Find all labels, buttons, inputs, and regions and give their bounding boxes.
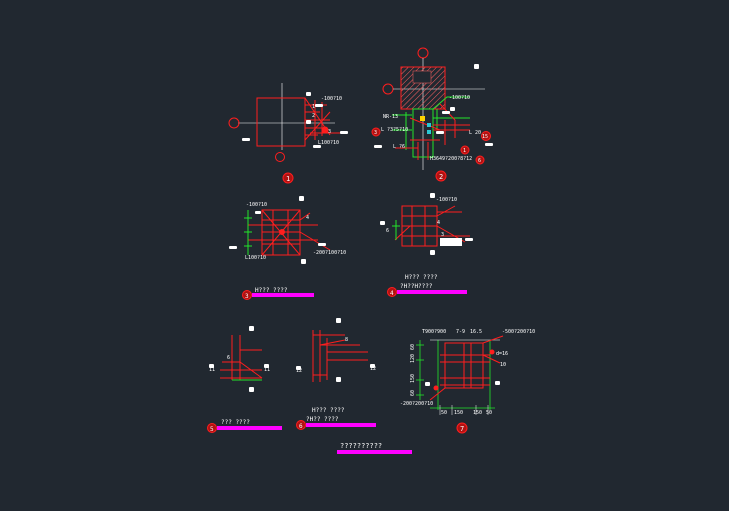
dim-bottom: 50	[441, 410, 447, 416]
detail-6-label-2: ?H?? ????	[306, 416, 339, 423]
detail-6: 8 12 12 6 H??? ???? ?H?? ????	[296, 318, 376, 430]
callout-plate: -100?10	[321, 96, 342, 102]
callout-nr: NR-13	[383, 114, 398, 120]
callout-marker-text: 3	[374, 130, 377, 136]
callout-hsection: H3649?200?8?12	[430, 156, 472, 162]
callout-marker-text: 15	[482, 134, 488, 140]
grid-bubble-bottom	[275, 152, 285, 162]
detail-6-label-1: H??? ????	[312, 407, 345, 414]
sheet-title-underline	[337, 450, 412, 454]
detail-marker-5	[207, 423, 217, 433]
callout-diameter: d=16	[496, 351, 508, 357]
detail-marker-3	[242, 290, 252, 300]
callout-num: 3	[328, 129, 331, 135]
callout-plate-top: -500?200?10	[502, 329, 535, 335]
detail-7: T900?900 7-9 16.5 -500?200?10 d=16 10 -2…	[400, 329, 535, 434]
detail-5: 6 11 11 5 ??? ????	[207, 326, 282, 433]
detail-marker-2	[435, 170, 447, 182]
detail-marker-7	[456, 422, 468, 434]
callout-num: 4	[306, 215, 309, 221]
dim-left: 120	[410, 354, 416, 363]
callout-marker	[475, 155, 485, 165]
callout-num: 11	[264, 367, 270, 373]
detail-5-label: ??? ????	[221, 419, 250, 426]
detail-number-7: 7	[460, 425, 464, 433]
grid-bubble-top	[417, 47, 429, 59]
callout-angle: L100?10	[245, 255, 266, 261]
sheet-title: ??????????	[340, 442, 382, 450]
callout-spacing: 7-9	[456, 329, 465, 335]
callout-num: 12	[370, 366, 376, 372]
callout-angle: L ?3?5?10	[381, 127, 408, 133]
detail-number-6: 6	[299, 423, 303, 430]
detail-4-label-1: H??? ????	[405, 274, 438, 281]
grid-bubble-left	[228, 117, 240, 129]
column-section	[412, 108, 434, 158]
callout-num: 2	[300, 197, 303, 203]
callout-marker	[371, 127, 381, 137]
dim-bottom: 150	[473, 410, 482, 416]
callout-num: 3	[441, 232, 444, 238]
dim-left: 60	[410, 344, 416, 350]
callout-angle-right: L 20	[469, 130, 481, 136]
callout-angle-small: L ?6	[393, 144, 405, 150]
callout-num: 6	[386, 228, 389, 234]
detail-4: -100?10 4 6 3 4 H??? ???? ?H??H????	[380, 193, 473, 297]
callout-num: 6	[227, 355, 230, 361]
grid-bubble-left	[382, 83, 394, 95]
callout-num: 12	[296, 368, 302, 374]
detail-number-3: 3	[245, 293, 249, 300]
dim-bottom: 150	[454, 410, 463, 416]
callout-plate: -100?10	[246, 202, 267, 208]
detail-number-2: 2	[439, 173, 443, 181]
callout-marker-text: 1	[463, 148, 466, 154]
dim-bottom: 50	[486, 410, 492, 416]
callout-num: 4	[437, 220, 440, 226]
detail-marker-4	[387, 287, 397, 297]
callout-num: 11	[209, 367, 215, 373]
callout-num: 2	[312, 113, 315, 119]
detail-1: -100?10 L100?10 1 2 3 1	[228, 83, 348, 184]
sheet-title-block: ??????????	[337, 442, 412, 454]
detail-3: -100?10 L100?10 -200?100?10 4 2 3 H??? ?…	[229, 196, 346, 300]
dim-left: 150	[410, 374, 416, 383]
callout-plate-2: -200?100?10	[313, 250, 346, 256]
detail-marker-1	[282, 172, 294, 184]
callout-num: 10	[500, 362, 506, 368]
detail-marker-6	[296, 420, 306, 430]
callout-bolt: T900?900	[422, 329, 446, 335]
detail-4-label-2: ?H??H????	[400, 283, 433, 290]
callout-num: 1	[312, 104, 315, 110]
detail-2: -100?10 NR-13 L ?3?5?10 H3649?200?8?12 L…	[371, 47, 493, 182]
callout-plate-bottom: -200?200?10	[400, 401, 433, 407]
detail-number-4: 4	[390, 290, 394, 297]
callout-plate: -100?10	[449, 95, 470, 101]
callout-size: 16.5	[470, 329, 482, 335]
callout-num: 8	[345, 337, 348, 343]
callout-marker-text: 6	[478, 158, 481, 164]
detail-number-5: 5	[210, 426, 214, 433]
callout-marker	[460, 145, 470, 155]
callout-angle: L100?10	[318, 140, 339, 146]
detail-3-label: H??? ????	[255, 287, 288, 294]
dim-left: 60	[410, 390, 416, 396]
callout-marker	[481, 131, 491, 141]
callout-plate: -100?10	[436, 197, 457, 203]
detail-number-1: 1	[286, 175, 290, 183]
